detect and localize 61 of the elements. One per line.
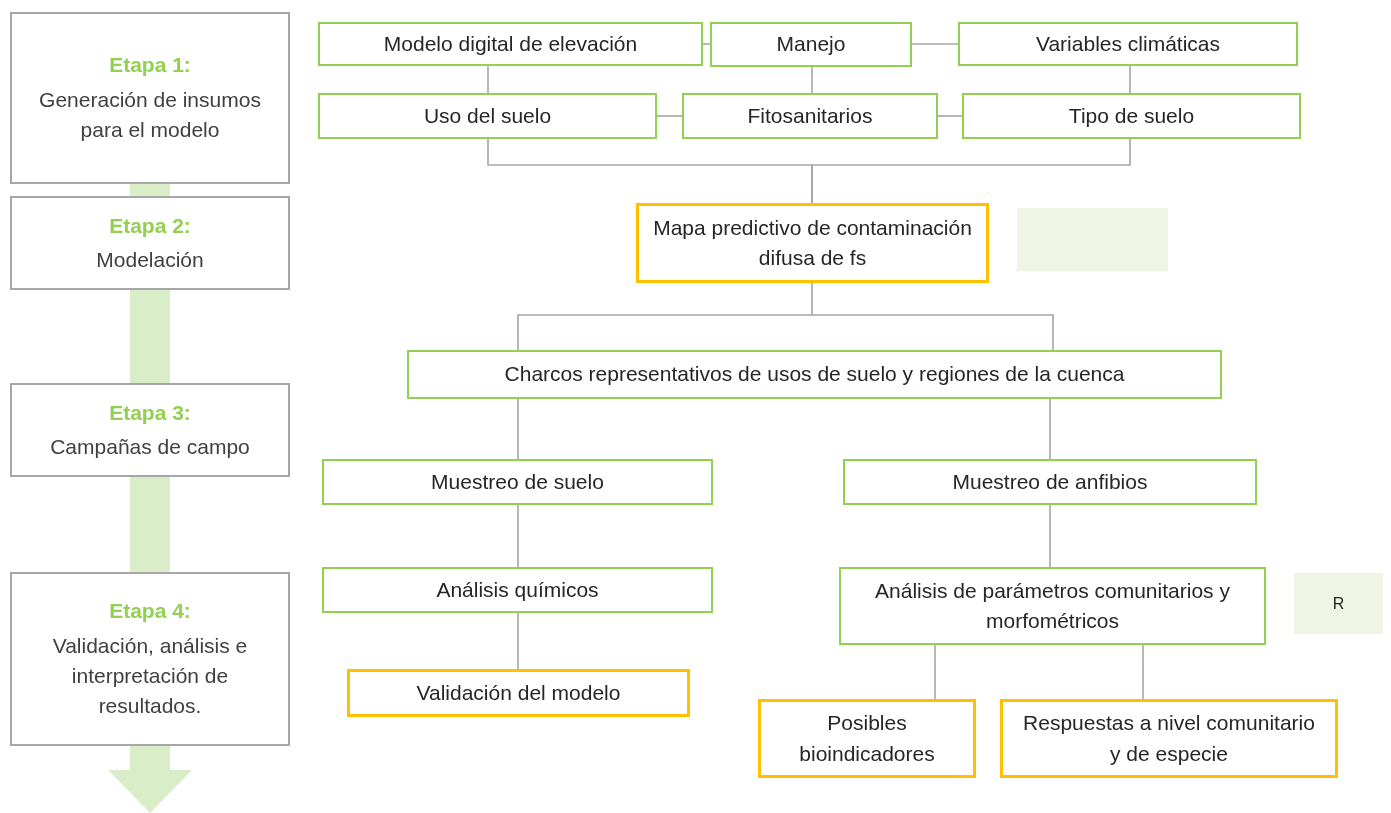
result-box <box>1000 699 1338 778</box>
process-box <box>843 459 1257 505</box>
tool-box <box>1017 208 1168 271</box>
connector-line <box>1049 504 1051 568</box>
process-box <box>710 22 912 67</box>
stage-box <box>10 572 290 746</box>
connector-line <box>811 138 1131 204</box>
node-text: Análisis de parámetros comunitarios y morfométricos <box>874 577 1231 634</box>
connector-line <box>517 612 519 670</box>
process-box <box>322 567 713 613</box>
process-box <box>407 350 1222 399</box>
node-text: Modelo digital de elevación <box>383 30 638 57</box>
node-text: Muestreo de suelo <box>431 468 604 495</box>
connector-line <box>487 65 489 94</box>
connector-line <box>656 115 683 117</box>
process-box <box>322 459 713 505</box>
connector-line <box>1129 65 1131 94</box>
process-box <box>958 22 1298 66</box>
connector-line <box>517 398 519 460</box>
process-box <box>318 22 703 66</box>
stage-title: Etapa 2: <box>109 212 191 239</box>
process-box <box>839 567 1266 645</box>
connector-line <box>937 115 963 117</box>
node-text: Variables climáticas <box>1036 30 1220 57</box>
node-text: Modelación <box>96 247 204 273</box>
node-text: Validación, análisis e interpretación de resultados. <box>51 632 249 720</box>
process-box <box>962 93 1301 139</box>
node-text: Mapa predictivo de contaminación difusa de fs <box>653 214 972 271</box>
node-text: Campañas de campo <box>50 434 250 460</box>
node-text: Tipo de suelo <box>1068 102 1195 129</box>
node-text: Charcos representativos de usos de suelo y regiones de la cuenca <box>504 361 1125 388</box>
connector-line <box>934 644 936 700</box>
connector-line <box>702 43 711 45</box>
connector-line <box>517 282 1054 351</box>
node-text: Manejo <box>776 31 846 58</box>
result-box <box>636 203 989 283</box>
process-box <box>682 93 938 139</box>
node-text: Validación del modelo <box>416 679 621 706</box>
node-text: Fitosanitarios <box>747 102 873 129</box>
node-text: R <box>1332 593 1345 614</box>
stage-box <box>10 12 290 184</box>
process-box <box>318 93 657 139</box>
stage-title: Etapa 1: <box>109 52 191 79</box>
connector-line <box>911 43 959 45</box>
connector-line <box>1142 644 1144 700</box>
node-text: Posibles bioindicadores <box>798 710 936 767</box>
result-box <box>758 699 976 778</box>
stage-box <box>10 383 290 477</box>
node-text: Respuestas a nivel comunitario y de especie <box>1022 710 1316 767</box>
stage-title: Etapa 4: <box>109 598 191 625</box>
node-text: Análisis químicos <box>436 576 599 603</box>
result-box <box>347 669 690 717</box>
stage-box <box>10 196 290 290</box>
connector-line <box>1049 398 1051 460</box>
stage-title: Etapa 3: <box>109 399 191 426</box>
connector-line <box>517 504 519 568</box>
node-text: Uso del suelo <box>423 102 552 129</box>
connector-line <box>811 66 813 94</box>
node-text: Muestreo de anfibios <box>952 468 1148 495</box>
tool-box <box>1294 573 1383 634</box>
node-text: Generación de insumos para el modelo <box>38 86 262 144</box>
